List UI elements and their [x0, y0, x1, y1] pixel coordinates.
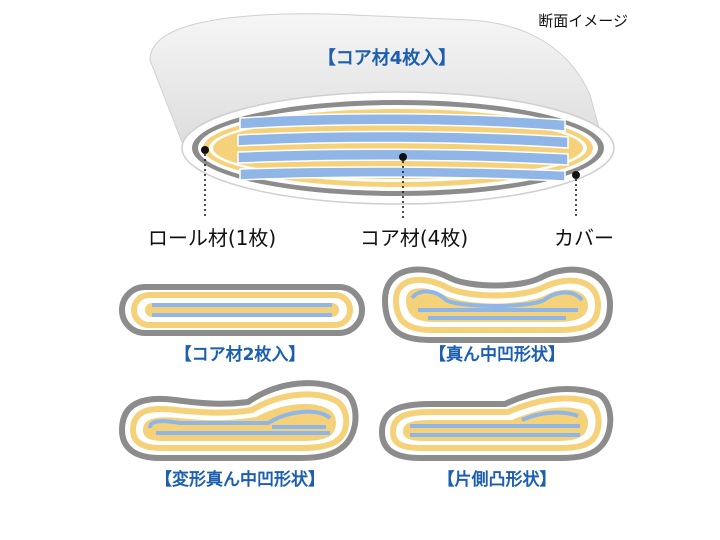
- callout-cover: [572, 171, 580, 218]
- variant-modified-concave: [118, 380, 359, 461]
- corner-note: 断面イメージ: [538, 12, 628, 30]
- label-roll: ロール材(1枚): [148, 226, 276, 250]
- variant-center-concave: [381, 266, 614, 343]
- variant-core-2: [119, 284, 365, 336]
- cover-marker-dot: [572, 171, 580, 179]
- variant-label-1: 【コア材2枚入】: [175, 344, 306, 365]
- variant-label-2: 【真ん中凹形状】: [429, 344, 565, 365]
- variant-label-4: 【片側凸形状】: [438, 469, 557, 490]
- main-cushion: [149, 13, 615, 205]
- variant-label-3: 【変形真ん中凹形状】: [155, 469, 325, 490]
- variant-one-side-convex: [378, 386, 614, 461]
- roll-marker-dot: [201, 146, 209, 154]
- callout-core: [399, 153, 407, 218]
- core-marker-dot: [399, 153, 407, 161]
- label-core: コア材(4枚): [360, 226, 468, 250]
- label-cover: カバー: [554, 226, 614, 250]
- main-title: 【コア材4枚入】: [318, 47, 457, 69]
- callout-roll: [201, 146, 209, 218]
